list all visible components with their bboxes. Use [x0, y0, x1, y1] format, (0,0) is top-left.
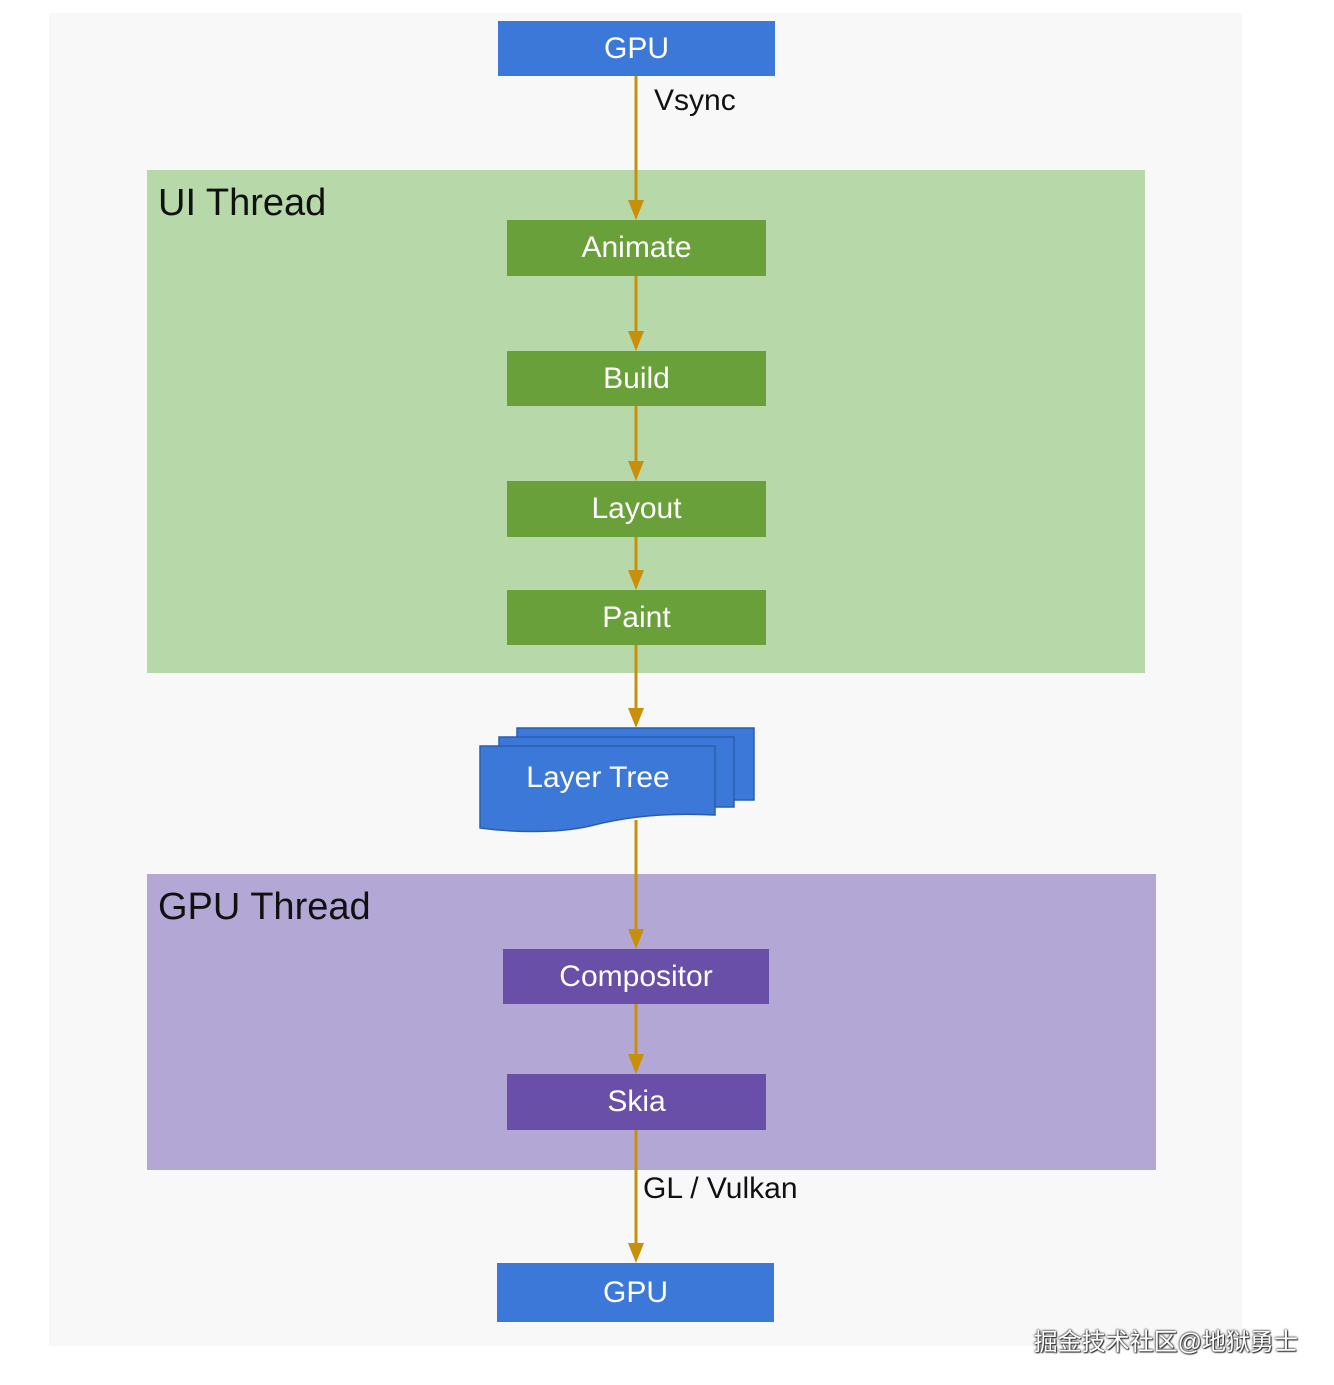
gpu-top-box: GPU: [498, 21, 775, 76]
gpu-bottom-box: GPU: [497, 1263, 774, 1322]
gl-vulkan-label: GL / Vulkan: [643, 1172, 798, 1205]
gpu-thread-title: GPU Thread: [158, 886, 371, 928]
paint-box: Paint: [507, 590, 766, 645]
compositor-box: Compositor: [503, 949, 769, 1004]
vsync-label: Vsync: [654, 84, 736, 117]
layer-tree-label: Layer Tree: [526, 761, 670, 794]
animate-box: Animate: [507, 220, 766, 276]
build-box: Build: [507, 351, 766, 406]
watermark: 掘金技术社区@地狱勇士: [1033, 1329, 1298, 1356]
ui-thread-title: UI Thread: [158, 182, 327, 224]
skia-box: Skia: [507, 1074, 766, 1130]
layout-box: Layout: [507, 481, 766, 537]
